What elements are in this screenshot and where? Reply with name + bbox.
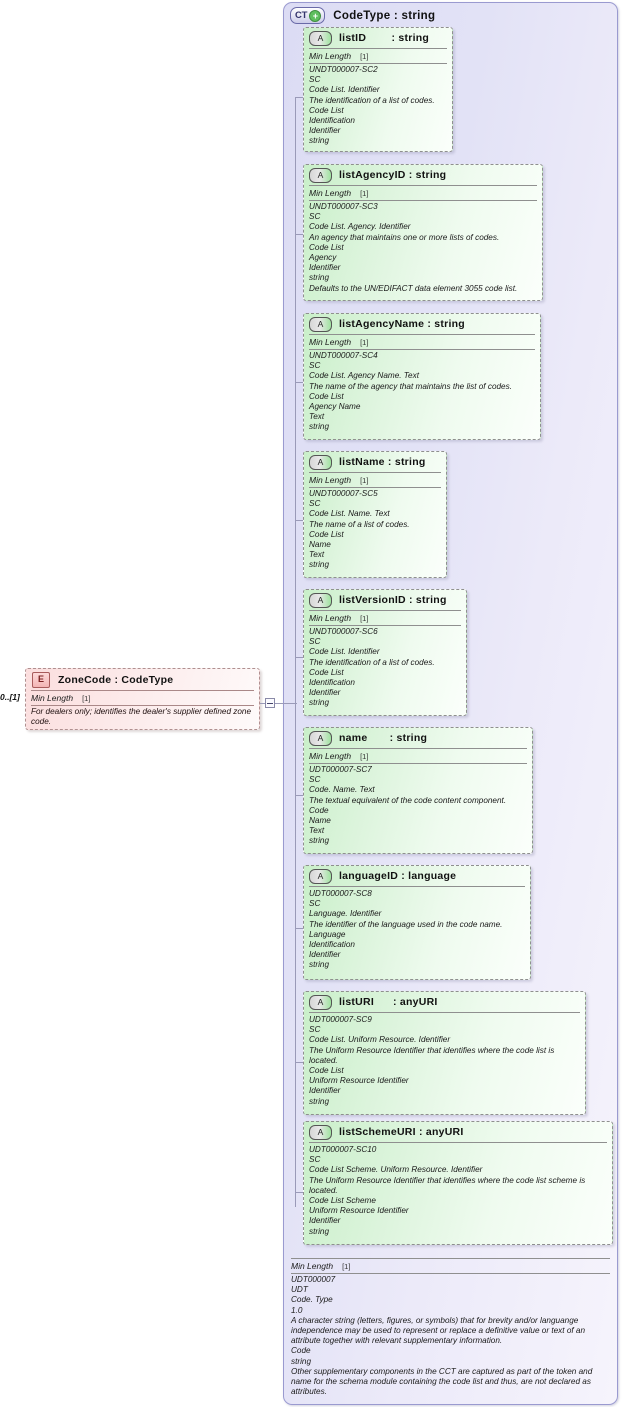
facet-cardinality: [1] [360,337,369,347]
element-header: E ZoneCode : CodeType [26,669,259,690]
attribute-title: name : string [339,732,428,744]
complex-type-header: CT + CodeType : string [284,3,617,28]
facet-min-length: Min Length [1] [309,48,447,64]
facet-cardinality: [1] [360,613,369,623]
attribute-block-listAgencyID[interactable]: A listAgencyID : string Min Length [1] U… [303,164,543,301]
attribute-block-listSchemeURI[interactable]: A listSchemeURI : anyURI UDT000007-SC10 … [303,1121,613,1245]
attribute-title: languageID : language [339,870,457,882]
facet-label: Min Length [291,1261,334,1271]
connector-languageid [295,928,308,929]
attribute-documentation: UNDT000007-SC5 SC Code List. Name. Text … [309,489,410,570]
facet-min-length: Min Length [1] [309,472,441,488]
expand-plus-icon[interactable]: + [309,9,322,22]
cardinality-label: 0..[1] [0,692,20,702]
attribute-block-listVersionID[interactable]: A listVersionID : string Min Length [1] … [303,589,467,716]
facet-cardinality: [1] [360,51,369,61]
attribute-documentation: UNDT000007-SC6 SC Code List. Identifier … [309,627,435,708]
attribute-badge-icon: A [309,592,332,608]
attribute-header: A listURI : anyURI [304,992,585,1012]
facet-min-length: Min Length [1] [309,185,537,201]
attribute-documentation: UDT000007-SC9 SC Code List. Uniform Reso… [309,1015,555,1106]
attribute-badge-icon: A [309,994,332,1010]
complex-type-badge-label: CT [295,9,308,21]
facet-label: Min Length [309,337,352,347]
facet-cardinality: [1] [360,751,369,761]
connector-name [295,795,308,796]
type-facet-min-length: Min Length [1] [291,1258,610,1274]
attribute-block-name[interactable]: A name : string Min Length [1] UDT000007… [303,727,533,854]
connector-listid [295,97,308,98]
attribute-badge-icon: A [309,868,332,884]
attribute-header: A listSchemeURI : anyURI [304,1122,612,1142]
facet-min-length: Min Length [1] [309,610,461,626]
attribute-header: A listAgencyName : string [304,314,540,334]
connector-zonecode-right [275,703,297,704]
attribute-badge-icon: A [309,316,332,332]
connector-listuri [295,1062,308,1063]
connector-listname [295,520,308,521]
facet-label: Min Length [31,693,74,703]
attribute-block-listID[interactable]: A listID : string Min Length [1] UNDT000… [303,27,453,152]
attribute-documentation: UDT000007-SC7 SC Code. Name. Text The te… [309,765,507,846]
element-block-ZoneCode[interactable]: E ZoneCode : CodeType Min Length [1] For… [25,668,260,730]
facet-divider [309,886,525,888]
facet-label: Min Length [309,188,352,198]
element-title: ZoneCode : CodeType [58,673,174,686]
attribute-header: A listVersionID : string [304,590,466,610]
attribute-title: listID : string [339,32,430,44]
attribute-block-languageID[interactable]: A languageID : language UDT000007-SC8 SC… [303,865,531,980]
type-documentation-footer: Min Length [1] UDT000007 UDT Code. Type … [283,1258,618,1401]
attribute-documentation: UNDT000007-SC4 SC Code List. Agency Name… [309,351,512,432]
connector-listagencyname [295,382,308,383]
attribute-title: listName : string [339,456,426,468]
connector-listschemeuri [295,1192,308,1193]
facet-min-length: Min Length [1] [309,748,527,764]
attribute-title: listSchemeURI : anyURI [339,1126,464,1138]
attribute-documentation: UDT000007-SC10 SC Code List Scheme. Unif… [309,1145,586,1236]
attribute-badge-icon: A [309,454,332,470]
facet-label: Min Length [309,751,352,761]
attribute-badge-icon: A [309,730,332,746]
attribute-documentation: UNDT000007-SC2 SC Code List. Identifier … [309,65,435,146]
attribute-documentation: UDT000007-SC8 SC Language. Identifier Th… [309,889,503,970]
facet-cardinality: [1] [82,693,91,703]
attribute-header: A listAgencyID : string [304,165,542,185]
facet-divider [309,1142,607,1144]
attribute-title: listURI : anyURI [339,996,438,1008]
element-badge-icon: E [32,671,50,688]
attribute-title: listAgencyName : string [339,318,465,330]
attribute-header: A languageID : language [304,866,530,886]
attribute-tree-trunk [295,97,296,1207]
attribute-header: A listID : string [304,28,452,48]
connector-zonecode-left [260,703,266,704]
complex-type-badge: CT + [290,7,326,24]
collapse-toggle[interactable] [265,698,275,708]
facet-label: Min Length [309,475,352,485]
attribute-title: listVersionID : string [339,594,447,606]
attribute-block-listName[interactable]: A listName : string Min Length [1] UNDT0… [303,451,447,578]
attribute-title: listAgencyID : string [339,169,447,181]
connector-listagencyid [295,234,308,235]
facet-cardinality: [1] [342,1261,351,1271]
attribute-block-listURI[interactable]: A listURI : anyURI UDT000007-SC9 SC Code… [303,991,586,1115]
connector-listversionid [295,657,308,658]
type-documentation: UDT000007 UDT Code. Type 1.0 A character… [291,1275,593,1397]
facet-label: Min Length [309,51,352,61]
attribute-header: A name : string [304,728,532,748]
element-documentation: For dealers only; identifies the dealer'… [31,707,254,727]
facet-label: Min Length [309,613,352,623]
facet-cardinality: [1] [360,188,369,198]
attribute-block-listAgencyName[interactable]: A listAgencyName : string Min Length [1]… [303,313,541,440]
attribute-badge-icon: A [309,1124,332,1140]
facet-divider [309,1012,580,1014]
complex-type-title: CodeType : string [333,9,436,22]
attribute-badge-icon: A [309,30,332,46]
facet-min-length: Min Length [1] [309,334,535,350]
attribute-documentation: UNDT000007-SC3 SC Code List. Agency. Ide… [309,202,518,293]
attribute-header: A listName : string [304,452,446,472]
facet-cardinality: [1] [360,475,369,485]
facet-min-length: Min Length [1] [31,690,254,706]
attribute-badge-icon: A [309,167,332,183]
